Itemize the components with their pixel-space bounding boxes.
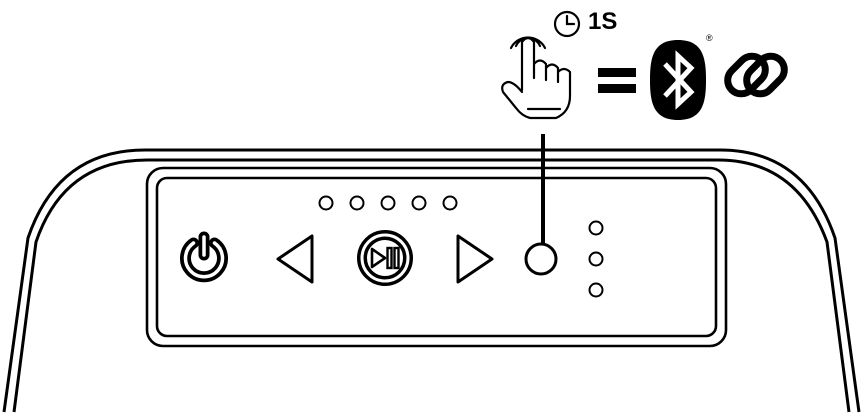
control-panel xyxy=(145,166,728,348)
power-icon xyxy=(180,231,228,283)
tap-and-hold-hand-icon xyxy=(501,36,572,120)
volume-led xyxy=(318,195,334,211)
play-pause-icon xyxy=(357,230,413,286)
previous-triangle-icon xyxy=(276,234,314,284)
registered-mark: ® xyxy=(706,33,713,43)
status-led xyxy=(588,220,604,236)
volume-led xyxy=(349,195,365,211)
next-button[interactable] xyxy=(456,234,494,284)
link-icon xyxy=(724,52,788,98)
volume-leds xyxy=(318,195,458,211)
status-led xyxy=(588,251,604,267)
hold-duration-label: 1S xyxy=(588,8,618,35)
speaker-body xyxy=(2,148,861,413)
equals-sign-bars xyxy=(598,68,636,93)
volume-led xyxy=(380,195,396,211)
clock-icon xyxy=(553,10,581,38)
play-pause-button[interactable] xyxy=(357,230,413,286)
bluetooth-pair-button[interactable] xyxy=(524,242,558,276)
status-leds xyxy=(588,220,604,298)
next-triangle-icon xyxy=(456,234,494,284)
volume-led xyxy=(442,195,458,211)
volume-led xyxy=(411,195,427,211)
power-button[interactable] xyxy=(180,231,228,283)
previous-button[interactable] xyxy=(276,234,314,284)
bluetooth-icon xyxy=(650,40,706,120)
status-led xyxy=(588,282,604,298)
